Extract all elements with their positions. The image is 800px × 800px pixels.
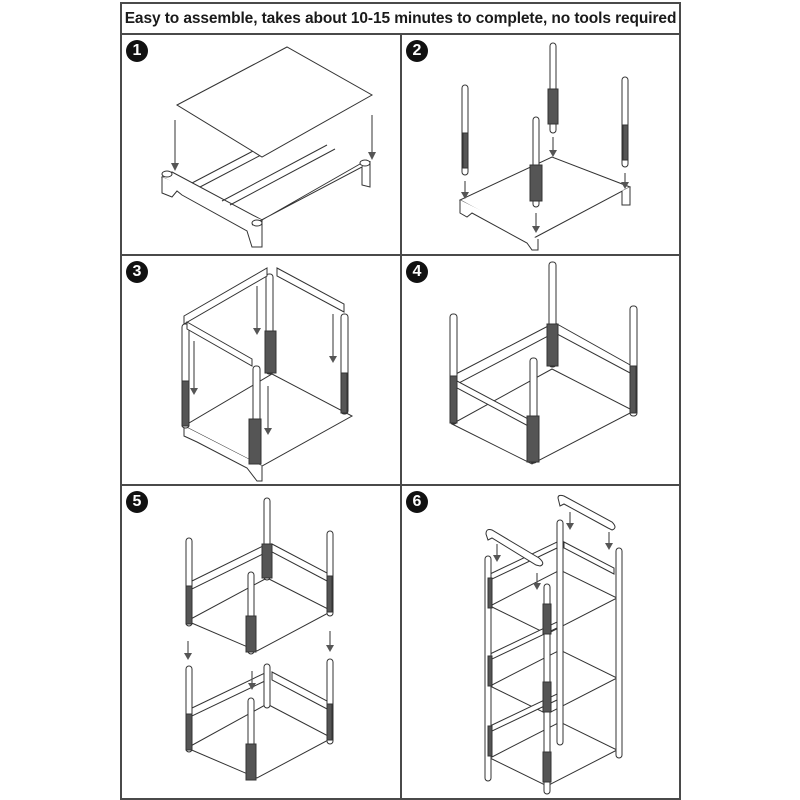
step-5-illustration (184, 497, 334, 781)
step-5-panel: 5 (122, 486, 400, 798)
column-divider (400, 35, 402, 798)
step-5-badge: 5 (126, 491, 148, 513)
step-1-illustration (160, 46, 376, 248)
step-6-panel: 6 (402, 486, 679, 798)
instruction-sheet: Easy to assemble, takes about 10-15 minu… (120, 2, 681, 800)
step-4-illustration (449, 261, 638, 465)
step-6-badge: 6 (406, 491, 428, 513)
step-4-panel: 4 (402, 256, 679, 484)
step-2-illustration (458, 42, 632, 251)
step-3-panel: 3 (122, 256, 400, 484)
row-divider-1 (122, 254, 679, 256)
step-2-badge: 2 (406, 40, 428, 62)
step-3-illustration (181, 267, 354, 482)
sheet-title: Easy to assemble, takes about 10-15 minu… (122, 4, 679, 35)
step-6-illustration (484, 494, 623, 795)
step-2-panel: 2 (402, 35, 679, 254)
step-3-badge: 3 (126, 261, 148, 283)
step-1-panel: 1 (122, 35, 400, 254)
step-4-badge: 4 (406, 261, 428, 283)
step-1-badge: 1 (126, 40, 148, 62)
row-divider-2 (122, 484, 679, 486)
